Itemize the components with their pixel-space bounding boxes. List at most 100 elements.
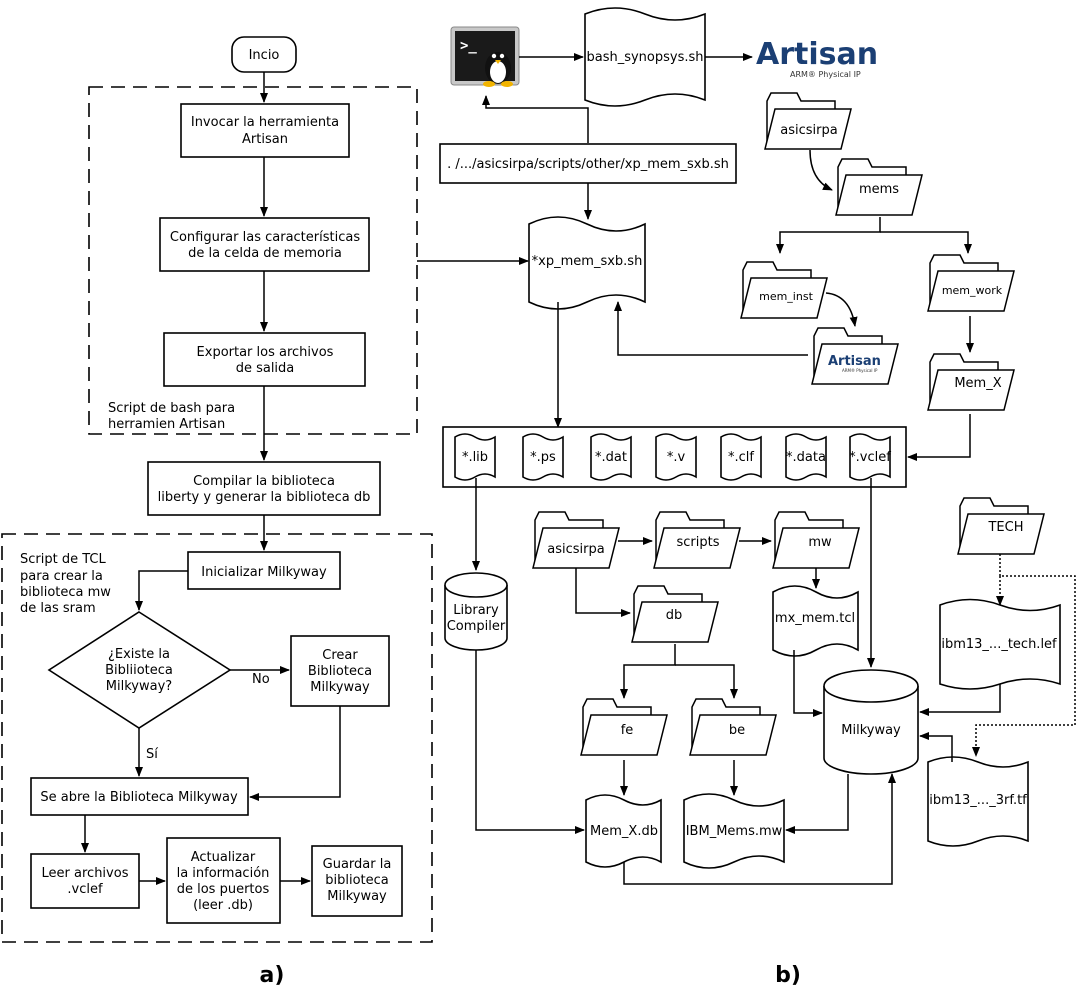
folder-fe: fe (580, 698, 668, 756)
invoke-artisan-l2: Artisan (242, 132, 288, 147)
export-files-l1: Exportar los archivos (197, 345, 334, 360)
terminal-prompt: >_ (460, 38, 477, 54)
milkyway-cylinder: Milkyway (823, 669, 919, 775)
output-file-label: *.lib (462, 450, 488, 465)
terminal-icon: >_ (450, 26, 520, 87)
tcl-note-l4: de las sram (20, 601, 96, 616)
panel-b: >_ bash_synopsys.sh Artisan ARM® Physica… (417, 7, 1076, 988)
ibm-mems-label: IBM_Mems.mw (686, 824, 783, 839)
yes-label: Sí (146, 747, 158, 762)
folder-be-label: be (729, 723, 745, 738)
tech-lef-label: ibm13_..._tech.lef (941, 637, 1057, 652)
bash-script-group (88, 86, 418, 435)
folder-mem-inst: mem_inst (740, 261, 828, 319)
mx-mem-tcl-label: mx_mem.tcl (775, 611, 855, 626)
bash-note-l1: Script de bash para (108, 401, 235, 416)
folder-scripts-label: scripts (677, 535, 720, 550)
output-file-label: *.clf (728, 450, 754, 465)
save-milkyway-step (311, 845, 403, 917)
start-label: Incio (249, 48, 280, 63)
folder-fe-label: fe (621, 723, 634, 738)
output-file-shape (655, 433, 697, 481)
folder-mem-work-label: mem_work (942, 284, 1003, 297)
read-l2: .vclef (67, 882, 103, 897)
output-file-clf: *.clf (720, 433, 762, 481)
decision-l3: Milkyway? (106, 679, 172, 694)
init-milkyway-label: Inicializar Milkyway (201, 565, 327, 580)
output-files: *.lib*.ps*.dat*.v*.clf*.data*.vclef (454, 433, 891, 481)
decision-l1: ¿Existe la (108, 647, 170, 662)
folder-mems: mems (835, 158, 923, 216)
folder-mw: mw (772, 511, 860, 569)
output-file-shape (720, 433, 762, 481)
configure-cell-l1: Configurar las características (170, 230, 360, 245)
save-l3: Milkyway (327, 889, 387, 904)
library-compiler-l1: Library (453, 603, 499, 618)
read-vclef-step (30, 853, 140, 909)
folder-asicsirpa-label: asicsirpa (547, 542, 604, 557)
folder-be: be (689, 698, 777, 756)
panel-b-label: b) (775, 963, 801, 988)
open-milkyway-label: Se abre la Biblioteca Milkyway (40, 790, 238, 805)
folder-db: db (631, 585, 719, 643)
tcl-note-l3: biblioteca mw (20, 585, 111, 600)
configure-cell-l2: de la celda de memoria (188, 246, 342, 261)
invoke-artisan-step (180, 103, 350, 158)
folder-artisan: Artisan ARM® Physical IP (811, 327, 899, 385)
update-l1: Actualizar (191, 850, 256, 865)
artisan-small-logo: Artisan (828, 354, 881, 369)
tcl-note-l2: para crear la (20, 569, 103, 584)
artisan-logo-text: Artisan (756, 37, 878, 72)
update-l3: de los puertos (177, 882, 270, 897)
update-ports-step (166, 837, 281, 924)
mem-x-db-file: Mem_X.db (585, 794, 662, 868)
output-file-lib: *.lib (454, 433, 496, 481)
output-file-v: *.v (655, 433, 697, 481)
folder-mem-work: mem_work (927, 254, 1015, 312)
command-label: . /.../asicsirpa/scripts/other/xp_mem_sx… (447, 157, 729, 172)
command-box (439, 143, 737, 184)
decision-l2: Bibliioteca (105, 663, 173, 678)
create-l3: Milkyway (310, 680, 370, 695)
tech-lef-file: ibm13_..._tech.lef (939, 598, 1061, 690)
folder-asicsirpa-top-label: asicsirpa (780, 123, 837, 138)
read-l1: Leer archivos (42, 866, 129, 881)
folder-mem-inst-label: mem_inst (759, 290, 813, 303)
compile-liberty-step (147, 461, 381, 516)
save-l1: Guardar la (323, 857, 392, 872)
compile-liberty-l1: Compilar la biblioteca (193, 474, 335, 489)
bash-synopsys-file: bash_synopsys.sh (584, 7, 706, 107)
tf-label: ibm13_..._3rf.tf (929, 793, 1027, 808)
folder-asicsirpa-top: asicsirpa (764, 92, 852, 150)
output-file-label: *.dat (595, 450, 627, 465)
output-file-data: *.data (785, 433, 827, 481)
folder-mems-label: mems (859, 182, 899, 197)
invoke-artisan-l1: Invocar la herramienta (191, 115, 339, 130)
xp-mem-file: *xp_mem_sxb.sh (528, 216, 646, 310)
panel-a: Incio Invocar la herramienta Artisan Con… (1, 36, 433, 988)
output-file-shape (522, 433, 564, 481)
folder-mem-x-label: Mem_X (954, 376, 1001, 391)
tf-file: ibm13_..._3rf.tf (927, 756, 1029, 847)
folder-asicsirpa: asicsirpa (532, 511, 620, 569)
folder-tech-label: TECH (987, 520, 1023, 535)
output-file-dat: *.dat (590, 433, 632, 481)
output-file-label: *.data (786, 450, 826, 465)
create-l1: Crear (322, 648, 358, 663)
export-files-step (163, 332, 366, 387)
panel-a-label: a) (260, 963, 285, 988)
init-milkyway-step (187, 551, 341, 590)
mx-mem-tcl-file: mx_mem.tcl (772, 585, 859, 657)
output-file-shape (849, 433, 891, 481)
output-file-shape (785, 433, 827, 481)
update-l4: (leer .db) (193, 898, 253, 913)
create-l2: Biblioteca (308, 664, 372, 679)
output-file-label: *.v (667, 450, 686, 465)
folder-mem-x: Mem_X (927, 353, 1015, 411)
no-label: No (252, 672, 270, 687)
library-compiler-cylinder: Library Compiler (444, 572, 508, 651)
compile-liberty-l2: liberty y generar la biblioteca db (158, 490, 371, 505)
output-file-ps: *.ps (522, 433, 564, 481)
